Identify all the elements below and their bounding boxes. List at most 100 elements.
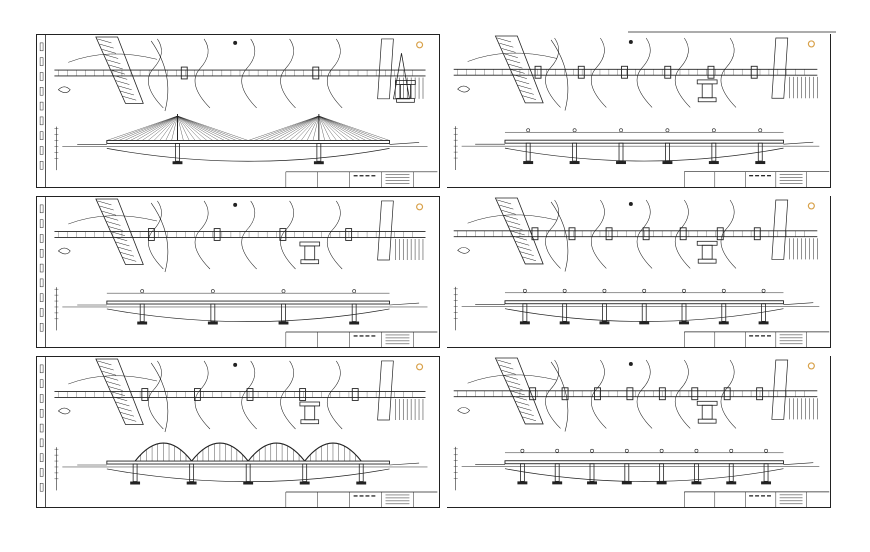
right-bank [771,359,789,420]
bank-hatch [106,221,121,226]
contour-line [280,38,296,109]
bank-hatch [519,251,534,256]
bank-hatch [120,412,135,417]
margin-tick [39,379,44,388]
margin-tick [39,263,44,273]
terrain-blob [57,407,71,415]
bank-hatch [519,411,534,416]
bank-hatch [99,205,114,211]
deck-elevation [106,460,390,465]
north-marker [416,363,424,371]
contour-line [194,38,211,109]
pier-elevation [189,463,195,482]
pier-elevation [641,303,647,322]
pier-footing [552,481,563,485]
contour-line [326,38,343,109]
terrain-blob [57,247,71,255]
bank-hatch [104,376,119,381]
stay-cable [177,115,219,141]
section-pier [701,244,713,260]
stay-cable [318,115,390,141]
bank-hatch [497,37,512,43]
bank-hatch [99,43,114,49]
bank-hatch [117,85,132,90]
contour-line [148,38,164,109]
pier-elevation [763,463,769,482]
pier-elevation [618,142,624,162]
stay-cable [112,115,178,141]
pier-elevation [728,463,734,482]
pier-plan-marker [299,388,307,401]
pier-label-bubble [665,128,670,133]
margin-tick [39,234,44,243]
pier-footing [278,321,289,325]
pier-label-bubble [555,448,560,453]
title-block [684,331,830,347]
contour-line [467,52,558,62]
pier-plan-marker [753,227,761,241]
pier-footing [656,481,667,485]
plan-view [54,198,426,273]
pier-label-bubble [522,288,527,293]
pier-elevation [351,303,357,322]
stay-cable [318,115,367,141]
section-deck [696,240,718,246]
pier-plan-marker [756,387,764,401]
margin-tick [39,323,44,332]
pier-footing [758,321,769,325]
approach-ground [77,462,420,466]
survey-point [628,39,633,44]
pier-label-bubble [619,128,623,133]
deck-elevation [504,139,784,144]
pier-label-bubble [659,448,664,453]
stay-cable [165,115,178,141]
pier-footing [517,481,528,485]
pier-plan-marker [246,388,254,401]
pier-label-bubble [526,128,531,133]
contour-line [194,360,211,430]
bank-hatch [506,220,521,225]
contour-line [467,214,558,224]
pier-elevation [562,303,568,322]
section-footing [396,97,415,103]
pier-label-bubble [729,448,734,453]
bank-hatch [117,406,132,412]
pier-label-bubble [711,128,716,133]
elevation-view [54,442,428,491]
margin-tick [39,116,44,126]
pier-elevation [302,463,308,482]
approach-ground [77,302,420,306]
stay-cable [254,115,319,141]
bank-hatch [510,390,525,396]
contour-line [68,53,158,63]
stay-cable [177,115,243,141]
river-bank [494,357,544,425]
river-bank [95,198,144,265]
pier-plan-marker [141,388,149,401]
pier-footing [559,321,570,325]
stay-cable [318,115,349,141]
sheet-drawing [453,197,830,347]
contour-line [674,199,691,269]
drawing-sheet-3 [36,196,440,348]
survey-point [628,361,633,366]
bank-hatch [501,370,516,375]
bank-hatch [115,401,130,407]
section-deck [395,80,416,85]
pier-label-bubble [281,289,286,294]
margin-tick [39,131,44,140]
margin-tick [39,278,44,288]
bank-hatch [510,230,525,236]
pier-footing [718,321,729,325]
pier-footing [569,161,580,165]
contour-line [150,362,169,433]
margin-tick [39,468,44,477]
pier-plan-marker [679,227,687,241]
pier-plan-marker [279,228,287,241]
margin-tick [39,161,44,170]
bank-hatch [97,38,112,44]
margin-tick [39,438,44,448]
bank-hatch [111,391,126,396]
contour-line [720,37,737,108]
